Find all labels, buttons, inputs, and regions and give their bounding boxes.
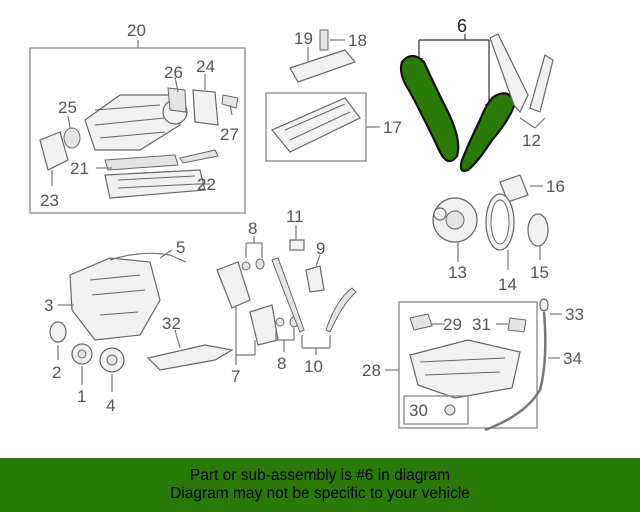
callout-31[interactable]: 31 <box>472 315 491 334</box>
oil-pump-group: 8 7 8 11 9 10 <box>216 207 357 386</box>
intake-manifold-group: 20 26 24 27 25 21 22 23 <box>29 21 246 214</box>
callout-23[interactable]: 23 <box>40 191 59 210</box>
chain-guide-group: 12 <box>489 33 554 150</box>
callout-12[interactable]: 12 <box>522 131 541 150</box>
guide-right <box>325 287 357 333</box>
oil-pan-group: 28 29 31 30 <box>362 301 538 429</box>
gasket-32 <box>146 344 234 371</box>
valve-cover-top-group: 19 18 <box>289 29 367 83</box>
callout-32[interactable]: 32 <box>162 314 181 333</box>
callout-19[interactable]: 19 <box>294 29 313 48</box>
ring-15 <box>527 213 549 247</box>
front-cover-sketch <box>69 257 161 341</box>
callout-1[interactable]: 1 <box>77 387 86 406</box>
callout-29[interactable]: 29 <box>443 315 462 334</box>
callout-13[interactable]: 13 <box>448 263 467 282</box>
group-box-28 <box>398 301 538 429</box>
callout-7[interactable]: 7 <box>231 367 240 386</box>
intake-manifold-sketch <box>84 94 181 151</box>
callout-28[interactable]: 28 <box>362 361 381 380</box>
callout-14[interactable]: 14 <box>498 275 517 294</box>
pump-upper <box>216 261 251 309</box>
footer-line-2: Diagram may not be specific to your vehi… <box>170 485 470 502</box>
callout-8-top[interactable]: 8 <box>248 219 257 238</box>
chain-guide-right <box>529 54 554 113</box>
callout-34[interactable]: 34 <box>563 349 582 368</box>
callout-4[interactable]: 4 <box>106 396 115 415</box>
footer-line-1: Part or sub-assembly is #6 in diagram <box>189 467 451 484</box>
callout-30[interactable]: 30 <box>409 401 428 420</box>
callout-3[interactable]: 3 <box>44 296 53 315</box>
callout-22[interactable]: 22 <box>197 175 216 194</box>
parts-diagram: 20 26 24 27 25 21 22 23 <box>29 16 584 432</box>
callout-6[interactable]: 6 <box>457 16 467 36</box>
callout-11[interactable]: 11 <box>286 207 304 226</box>
callout-15[interactable]: 15 <box>530 263 549 282</box>
timing-chain-right[interactable] <box>459 92 517 172</box>
callout-8-bottom[interactable]: 8 <box>277 354 286 373</box>
pump-lower <box>249 304 279 346</box>
callout-18[interactable]: 18 <box>348 31 367 50</box>
dipstick-cap <box>539 298 549 312</box>
sprocket-group: 13 14 15 <box>432 193 549 294</box>
callout-10[interactable]: 10 <box>304 357 323 376</box>
footer-banner: Part or sub-assembly is #6 in diagram Di… <box>0 458 640 512</box>
chain-guide-left <box>489 33 529 114</box>
callout-16[interactable]: 16 <box>546 177 565 196</box>
front-cover-group: 5 3 2 1 4 32 <box>44 238 234 415</box>
head-cover-group: 17 <box>265 92 402 162</box>
callout-5[interactable]: 5 <box>176 238 185 257</box>
dipstick-group: 33 34 <box>484 298 584 432</box>
guide-left <box>271 257 305 333</box>
callout-17[interactable]: 17 <box>383 118 402 137</box>
head-cover-sketch <box>271 97 361 153</box>
group-box-30 <box>403 395 469 425</box>
seal-2 <box>49 321 67 343</box>
callout-25[interactable]: 25 <box>58 98 77 117</box>
callout-24[interactable]: 24 <box>196 57 215 76</box>
timing-chain-left[interactable] <box>399 54 460 163</box>
callout-26[interactable]: 26 <box>164 63 183 82</box>
part-9 <box>305 265 325 293</box>
callout-33[interactable]: 33 <box>565 305 584 324</box>
cover-sketch <box>289 49 357 83</box>
oil-pan-sketch <box>409 339 521 399</box>
callout-21[interactable]: 21 <box>70 159 89 178</box>
tensioner-group: 16 <box>499 174 565 203</box>
part-11 <box>289 239 305 251</box>
callout-9[interactable]: 9 <box>316 239 325 258</box>
callout-27[interactable]: 27 <box>220 125 239 144</box>
timing-chain-group: 6 <box>399 16 517 172</box>
callout-2[interactable]: 2 <box>52 363 61 382</box>
callout-20[interactable]: 20 <box>127 21 146 40</box>
